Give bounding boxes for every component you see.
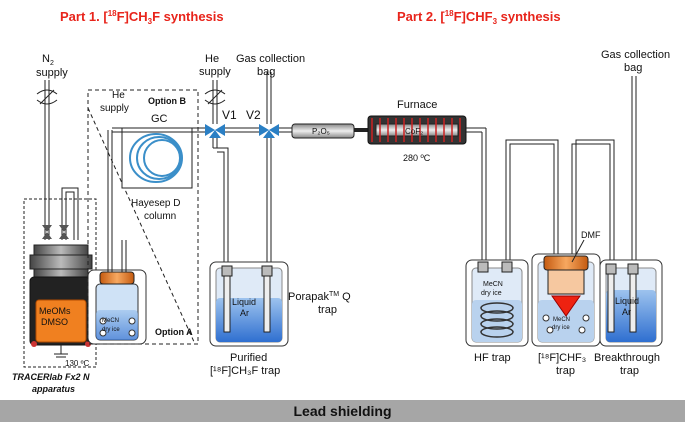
he-supply-label-a: supply	[100, 103, 129, 114]
apparatus-label: apparatus	[32, 384, 75, 394]
porapak-label: PorapakTM Q	[288, 291, 351, 303]
porapak-trap-label: trap	[318, 304, 337, 316]
option-a-label: Option A	[155, 327, 193, 337]
dmf-pointer	[571, 239, 585, 263]
v1-label: V1	[222, 108, 237, 122]
option-a-dryice: dry ice	[102, 327, 120, 333]
bag-label-2: bag	[624, 62, 642, 74]
v2-label: V2	[246, 108, 261, 122]
meoms-label: MeOMs	[39, 306, 71, 316]
he-regulator-icon	[204, 89, 226, 105]
furnace-temp-label: 280 ºC	[403, 153, 431, 163]
n2-regulator-icon	[36, 89, 58, 105]
furnace-label: Furnace	[397, 99, 437, 111]
reactor-vessel	[29, 244, 93, 358]
liquid-label: Liquid	[232, 297, 256, 307]
v1-valve-icon	[205, 124, 225, 138]
v2-valve-icon	[259, 124, 279, 138]
purified-trap-label: [¹⁸F]CH₃F trap	[210, 365, 280, 377]
option-a-vessel	[87, 269, 147, 345]
temp130-label: 130 ºC	[65, 359, 89, 368]
ar-label-2: Ar	[622, 307, 631, 317]
breakthrough-trap	[599, 259, 663, 347]
tracerlab-label: TRACERlab Fx2 N	[12, 372, 90, 382]
n2-tubing	[44, 80, 79, 240]
n2-valve-icon	[42, 225, 69, 239]
option-a-mecn: MeCN	[102, 318, 119, 324]
lead-shielding-footer: Lead shielding	[0, 400, 685, 422]
option-a-tubing	[107, 130, 127, 272]
gas-collection-label: Gas collection	[236, 53, 305, 65]
hayesep-coil-icon	[129, 133, 183, 183]
option-divider	[87, 107, 196, 345]
part2-title: Part 2. [18F]CHF3 synthesis	[397, 9, 561, 26]
purified-trap	[209, 261, 289, 347]
hf-trap-label: HF trap	[474, 352, 511, 364]
main-tubing	[112, 72, 292, 270]
gc-label: GC	[151, 113, 168, 125]
dmf-label: DMF	[581, 230, 601, 240]
furnace	[367, 115, 467, 145]
chf3-dryice: dry ice	[552, 325, 570, 331]
chf3-trap-label: [¹⁸F]CHF₃	[538, 352, 586, 364]
option-b-label: Option B	[148, 96, 186, 106]
breakthrough-trap-label: trap	[620, 365, 639, 377]
part2-tubing	[466, 76, 637, 266]
he-supply-label: supply	[199, 66, 231, 78]
chf3-mecn: MeCN	[553, 317, 570, 323]
hayesep-label: Hayesep D	[131, 198, 180, 209]
hf-dryice: dry ice	[481, 290, 502, 297]
purified-label: Purified	[230, 352, 267, 364]
hf-trap	[465, 259, 529, 347]
hf-mecn: MeCN	[483, 281, 503, 288]
chf3-trap	[531, 253, 601, 347]
bag-label: bag	[257, 66, 275, 78]
breakthrough-label: Breakthrough	[594, 352, 660, 364]
part1-title: Part 1. [18F]CH3F synthesis	[60, 9, 224, 26]
liquid-label-2: Liquid	[615, 296, 639, 306]
he-label: He	[205, 53, 219, 65]
he-label-a: He	[112, 90, 125, 101]
dmso-label: DMSO	[41, 317, 68, 327]
cof2-label: CoF₂	[405, 127, 423, 136]
ar-label: Ar	[240, 308, 249, 318]
p2o5-label: P₂O₅	[312, 127, 330, 136]
n2-label: N2	[42, 53, 54, 67]
column-label: column	[144, 211, 176, 222]
chf3-trap-label-2: trap	[556, 365, 575, 377]
n2-supply-label: supply	[36, 67, 68, 79]
gas-collection-label-2: Gas collection	[601, 49, 670, 61]
